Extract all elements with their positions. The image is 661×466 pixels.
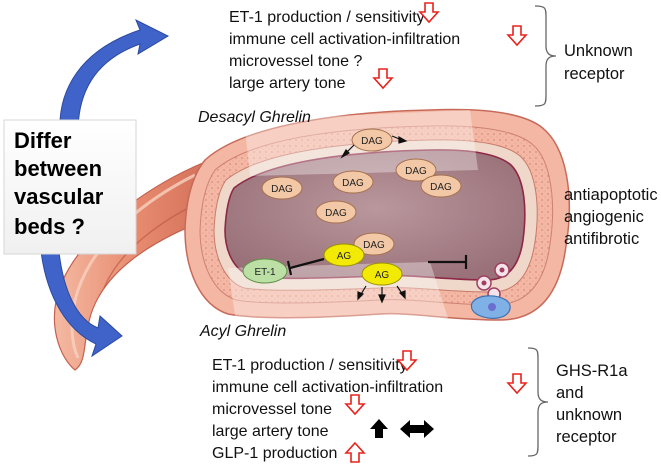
down-hollow-arrow-icon <box>418 2 440 24</box>
down-hollow-arrow-icon <box>372 68 394 90</box>
question-line: beds ? <box>14 214 85 239</box>
desacyl-effects: ET-1 production / sensitivity immune cel… <box>229 9 460 92</box>
desacyl-ghrelin-title: Desacyl Ghrelin <box>198 109 311 126</box>
double-headed-arrow-icon <box>400 420 434 438</box>
svg-text:DAG: DAG <box>363 240 385 251</box>
question-line: Differ <box>14 128 72 153</box>
down-hollow-arrow-icon <box>506 373 528 395</box>
question-line: between <box>14 156 102 181</box>
down-hollow-arrow-icon <box>344 394 366 416</box>
acyl-effect: GLP-1 production <box>212 445 337 462</box>
svg-text:ET-1: ET-1 <box>254 267 276 278</box>
desacyl-receptor-line: Unknown <box>564 42 633 60</box>
svg-text:DAG: DAG <box>430 182 452 193</box>
et1-pill: ET-1 <box>242 258 288 284</box>
desacyl-effect: immune cell activation-infiltration <box>229 31 460 48</box>
acyl-receptor-line: unknown <box>556 406 622 424</box>
dag-pill: DAG <box>261 176 303 200</box>
svg-text:DAG: DAG <box>271 184 293 195</box>
curved-blue-arrow-icon <box>59 18 170 133</box>
dag-pill: DAG <box>351 128 393 152</box>
immune-cells <box>470 262 511 319</box>
acyl-effects: ET-1 production / sensitivity immune cel… <box>212 357 443 462</box>
right-effect: antiapoptotic <box>564 186 658 204</box>
up-solid-arrow-icon <box>370 419 388 438</box>
acyl-receptor-line: and <box>556 384 584 402</box>
inhibition-bar-icon <box>286 257 325 276</box>
acyl-effect: large artery tone <box>212 423 329 440</box>
bracket-bottom <box>527 347 549 457</box>
acyl-ghrelin-title: Acyl Ghrelin <box>199 323 286 340</box>
desacyl-receptor-line: receptor <box>564 65 625 83</box>
acyl-effect: microvessel tone <box>212 401 332 418</box>
right-effect: angiogenic <box>564 208 644 226</box>
svg-text:AG: AG <box>337 251 352 262</box>
question-box: Differ between vascular beds ? <box>3 119 137 255</box>
svg-text:DAG: DAG <box>342 178 364 189</box>
dag-molecules: DAG DAG DAG DAG DAG DAG DAG <box>261 128 462 256</box>
ag-pill: AG <box>323 243 365 267</box>
ag-diffusion-arrows <box>357 285 406 304</box>
right-effect: antifibrotic <box>564 230 639 248</box>
bracket-top <box>534 5 557 107</box>
acyl-receptor-line: receptor <box>556 428 617 446</box>
inhibition-bar-icon <box>428 255 468 269</box>
down-hollow-arrow-icon <box>396 350 418 372</box>
dag-pill: DAG <box>315 200 357 224</box>
ag-pill-lower: AG <box>361 262 403 286</box>
desacyl-effect: large artery tone <box>229 75 346 92</box>
svg-text:DAG: DAG <box>361 136 383 147</box>
up-hollow-arrow-icon <box>344 441 366 463</box>
svg-text:DAG: DAG <box>325 208 347 219</box>
dag-diffusion-arrows <box>340 135 408 159</box>
dag-pill: DAG <box>420 174 462 198</box>
down-hollow-arrow-icon <box>506 25 528 47</box>
question-line: vascular <box>14 184 104 209</box>
desacyl-effect: microvessel tone ? <box>229 53 362 70</box>
acyl-effect: immune cell activation-infiltration <box>212 379 443 396</box>
acyl-effect: ET-1 production / sensitivity <box>212 357 408 374</box>
desacyl-effect: ET-1 production / sensitivity <box>229 9 425 26</box>
dag-pill: DAG <box>332 170 374 194</box>
curved-blue-arrow-icon <box>39 241 123 358</box>
svg-text:DAG: DAG <box>405 166 427 177</box>
dag-pill: DAG <box>353 232 395 256</box>
acyl-receptor-line: GHS-R1a <box>556 362 628 380</box>
svg-text:AG: AG <box>375 270 390 281</box>
dag-pill: DAG <box>395 158 437 182</box>
